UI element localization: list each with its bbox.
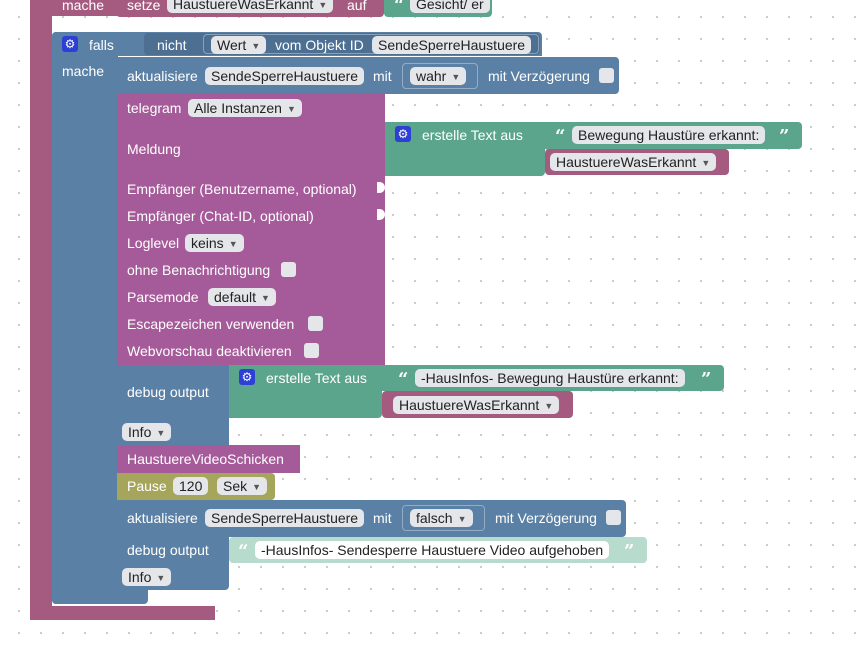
close-quote-icon: ” bbox=[624, 541, 635, 562]
parsemode-label: Parsemode bbox=[127, 289, 199, 305]
chevron-down-icon: ▼ bbox=[544, 401, 554, 411]
open-quote-icon: “ bbox=[398, 369, 409, 390]
telegram-var-dropdown[interactable]: HaustuereWasErkannt▼ bbox=[550, 153, 717, 171]
setze-label: setze bbox=[127, 0, 161, 13]
auf-label: auf bbox=[347, 0, 367, 13]
close-quote-icon: ” bbox=[498, 0, 509, 16]
string-value-top[interactable]: Gesicht/ er bbox=[410, 0, 490, 13]
open-quote-icon: “ bbox=[394, 0, 405, 16]
chevron-down-icon: ▼ bbox=[252, 482, 262, 492]
mit-label-2: mit bbox=[373, 510, 392, 526]
empfaenger-user-input-notch[interactable] bbox=[377, 182, 385, 193]
chevron-down-icon: ▼ bbox=[251, 41, 261, 51]
wert-dropdown[interactable]: Wert▼ bbox=[211, 36, 267, 54]
object-id-field[interactable]: SendeSperreHaustuere bbox=[372, 36, 532, 54]
chevron-down-icon: ▼ bbox=[286, 104, 296, 114]
gear-icon[interactable]: ⚙ bbox=[62, 36, 78, 52]
aktualisiere-label-2: aktualisiere bbox=[127, 510, 198, 526]
debug2-level-dropdown[interactable]: Info▼ bbox=[122, 568, 172, 586]
erstelle-label-1: erstelle Text aus bbox=[422, 127, 523, 143]
chevron-down-icon: ▼ bbox=[228, 239, 238, 249]
webvorschau-label: Webvorschau deaktivieren bbox=[127, 343, 292, 359]
loglevel-label: Loglevel bbox=[127, 235, 180, 251]
chevron-down-icon: ▼ bbox=[451, 72, 461, 82]
chevron-down-icon: ▼ bbox=[318, 0, 328, 10]
update1-object-field[interactable]: SendeSperreHaustuere bbox=[205, 67, 365, 85]
escape-checkbox[interactable] bbox=[308, 316, 323, 331]
erstelle-label-2: erstelle Text aus bbox=[266, 370, 367, 386]
outer-event-block-bottom[interactable] bbox=[30, 606, 215, 620]
verzoegerung-label-2: mit Verzögerung bbox=[495, 510, 597, 526]
close-quote-icon: ” bbox=[701, 369, 712, 390]
empfaenger-chat-input-notch[interactable] bbox=[377, 209, 385, 220]
pause-value-field[interactable]: 120 bbox=[173, 477, 209, 495]
get-value-block[interactable] bbox=[203, 34, 539, 54]
meldung-label: Meldung bbox=[127, 141, 181, 157]
instanz-dropdown[interactable]: Alle Instanzen▼ bbox=[188, 99, 302, 117]
telegram-text-part1[interactable]: Bewegung Haustüre erkannt: bbox=[572, 126, 766, 144]
verzoegerung-label-1: mit Verzögerung bbox=[488, 68, 590, 84]
falsch-dropdown[interactable]: falsch▼ bbox=[410, 509, 473, 527]
debug1-level-dropdown[interactable]: Info▼ bbox=[122, 423, 172, 441]
mache-label: mache bbox=[62, 63, 105, 79]
bool-block-1[interactable] bbox=[402, 63, 478, 89]
parsemode-dropdown[interactable]: default▼ bbox=[208, 288, 276, 306]
telegram-label: telegram bbox=[127, 100, 182, 116]
bool-block-2[interactable] bbox=[402, 505, 485, 531]
outer-event-block-left-bar[interactable] bbox=[30, 0, 52, 620]
ohne-benachrichtigung-checkbox[interactable] bbox=[281, 262, 296, 277]
if-block-bottom[interactable] bbox=[52, 590, 148, 604]
debug1-var-dropdown[interactable]: HaustuereWasErkannt▼ bbox=[393, 396, 560, 414]
empfaenger-chat-label: Empfänger (Chat-ID, optional) bbox=[127, 208, 314, 224]
webvorschau-checkbox[interactable] bbox=[304, 343, 319, 358]
open-quote-icon: “ bbox=[555, 126, 566, 147]
escape-label: Escapezeichen verwenden bbox=[127, 316, 295, 332]
update2-object-field[interactable]: SendeSperreHaustuere bbox=[205, 509, 365, 527]
debug2-text-field[interactable]: -HausInfos- Sendesperre Haustuere Video … bbox=[255, 541, 610, 559]
function-call-block[interactable] bbox=[117, 445, 300, 473]
loglevel-dropdown[interactable]: keins▼ bbox=[185, 234, 244, 252]
ohne-benachrichtigung-label: ohne Benachrichtigung bbox=[127, 262, 271, 278]
pause-label: Pause bbox=[127, 478, 167, 494]
chevron-down-icon: ▼ bbox=[701, 158, 711, 168]
chevron-down-icon: ▼ bbox=[457, 514, 467, 524]
nicht-label: nicht bbox=[157, 37, 187, 53]
wahr-dropdown[interactable]: wahr▼ bbox=[410, 67, 467, 85]
gear-icon[interactable]: ⚙ bbox=[395, 126, 411, 142]
pause-unit-dropdown[interactable]: Sek▼ bbox=[217, 477, 268, 495]
chevron-down-icon: ▼ bbox=[156, 428, 166, 438]
mit-label-1: mit bbox=[373, 68, 392, 84]
debug-label-2: debug output bbox=[127, 542, 209, 558]
close-quote-icon: ” bbox=[779, 126, 790, 147]
verzoegerung-checkbox-1[interactable] bbox=[599, 68, 614, 83]
update-block-1[interactable] bbox=[117, 57, 619, 94]
telegram-block[interactable] bbox=[117, 94, 385, 365]
function-call-label: HaustuereVideoSchicken bbox=[127, 451, 284, 467]
debug1-text-part1[interactable]: -HausInfos- Bewegung Haustüre erkannt: bbox=[415, 369, 685, 387]
verzoegerung-checkbox-2[interactable] bbox=[606, 510, 621, 525]
debug-label-1: debug output bbox=[127, 384, 209, 400]
aktualisiere-label-1: aktualisiere bbox=[127, 68, 198, 84]
top-mache-row[interactable] bbox=[30, 0, 118, 16]
gear-icon[interactable]: ⚙ bbox=[239, 369, 255, 385]
vom-objekt-label: vom Objekt ID bbox=[275, 37, 364, 53]
top-mache-label: mache bbox=[62, 0, 105, 13]
if-block-left-column[interactable] bbox=[52, 32, 118, 604]
chevron-down-icon: ▼ bbox=[261, 293, 270, 303]
chevron-down-icon: ▼ bbox=[156, 573, 166, 583]
open-quote-icon: “ bbox=[238, 541, 249, 562]
empfaenger-user-label: Empfänger (Benutzername, optional) bbox=[127, 181, 357, 197]
variable-dropdown-top[interactable]: HaustuereWasErkannt▼ bbox=[167, 0, 334, 13]
update-block-2[interactable] bbox=[117, 500, 626, 537]
falls-label: falls bbox=[89, 37, 114, 53]
